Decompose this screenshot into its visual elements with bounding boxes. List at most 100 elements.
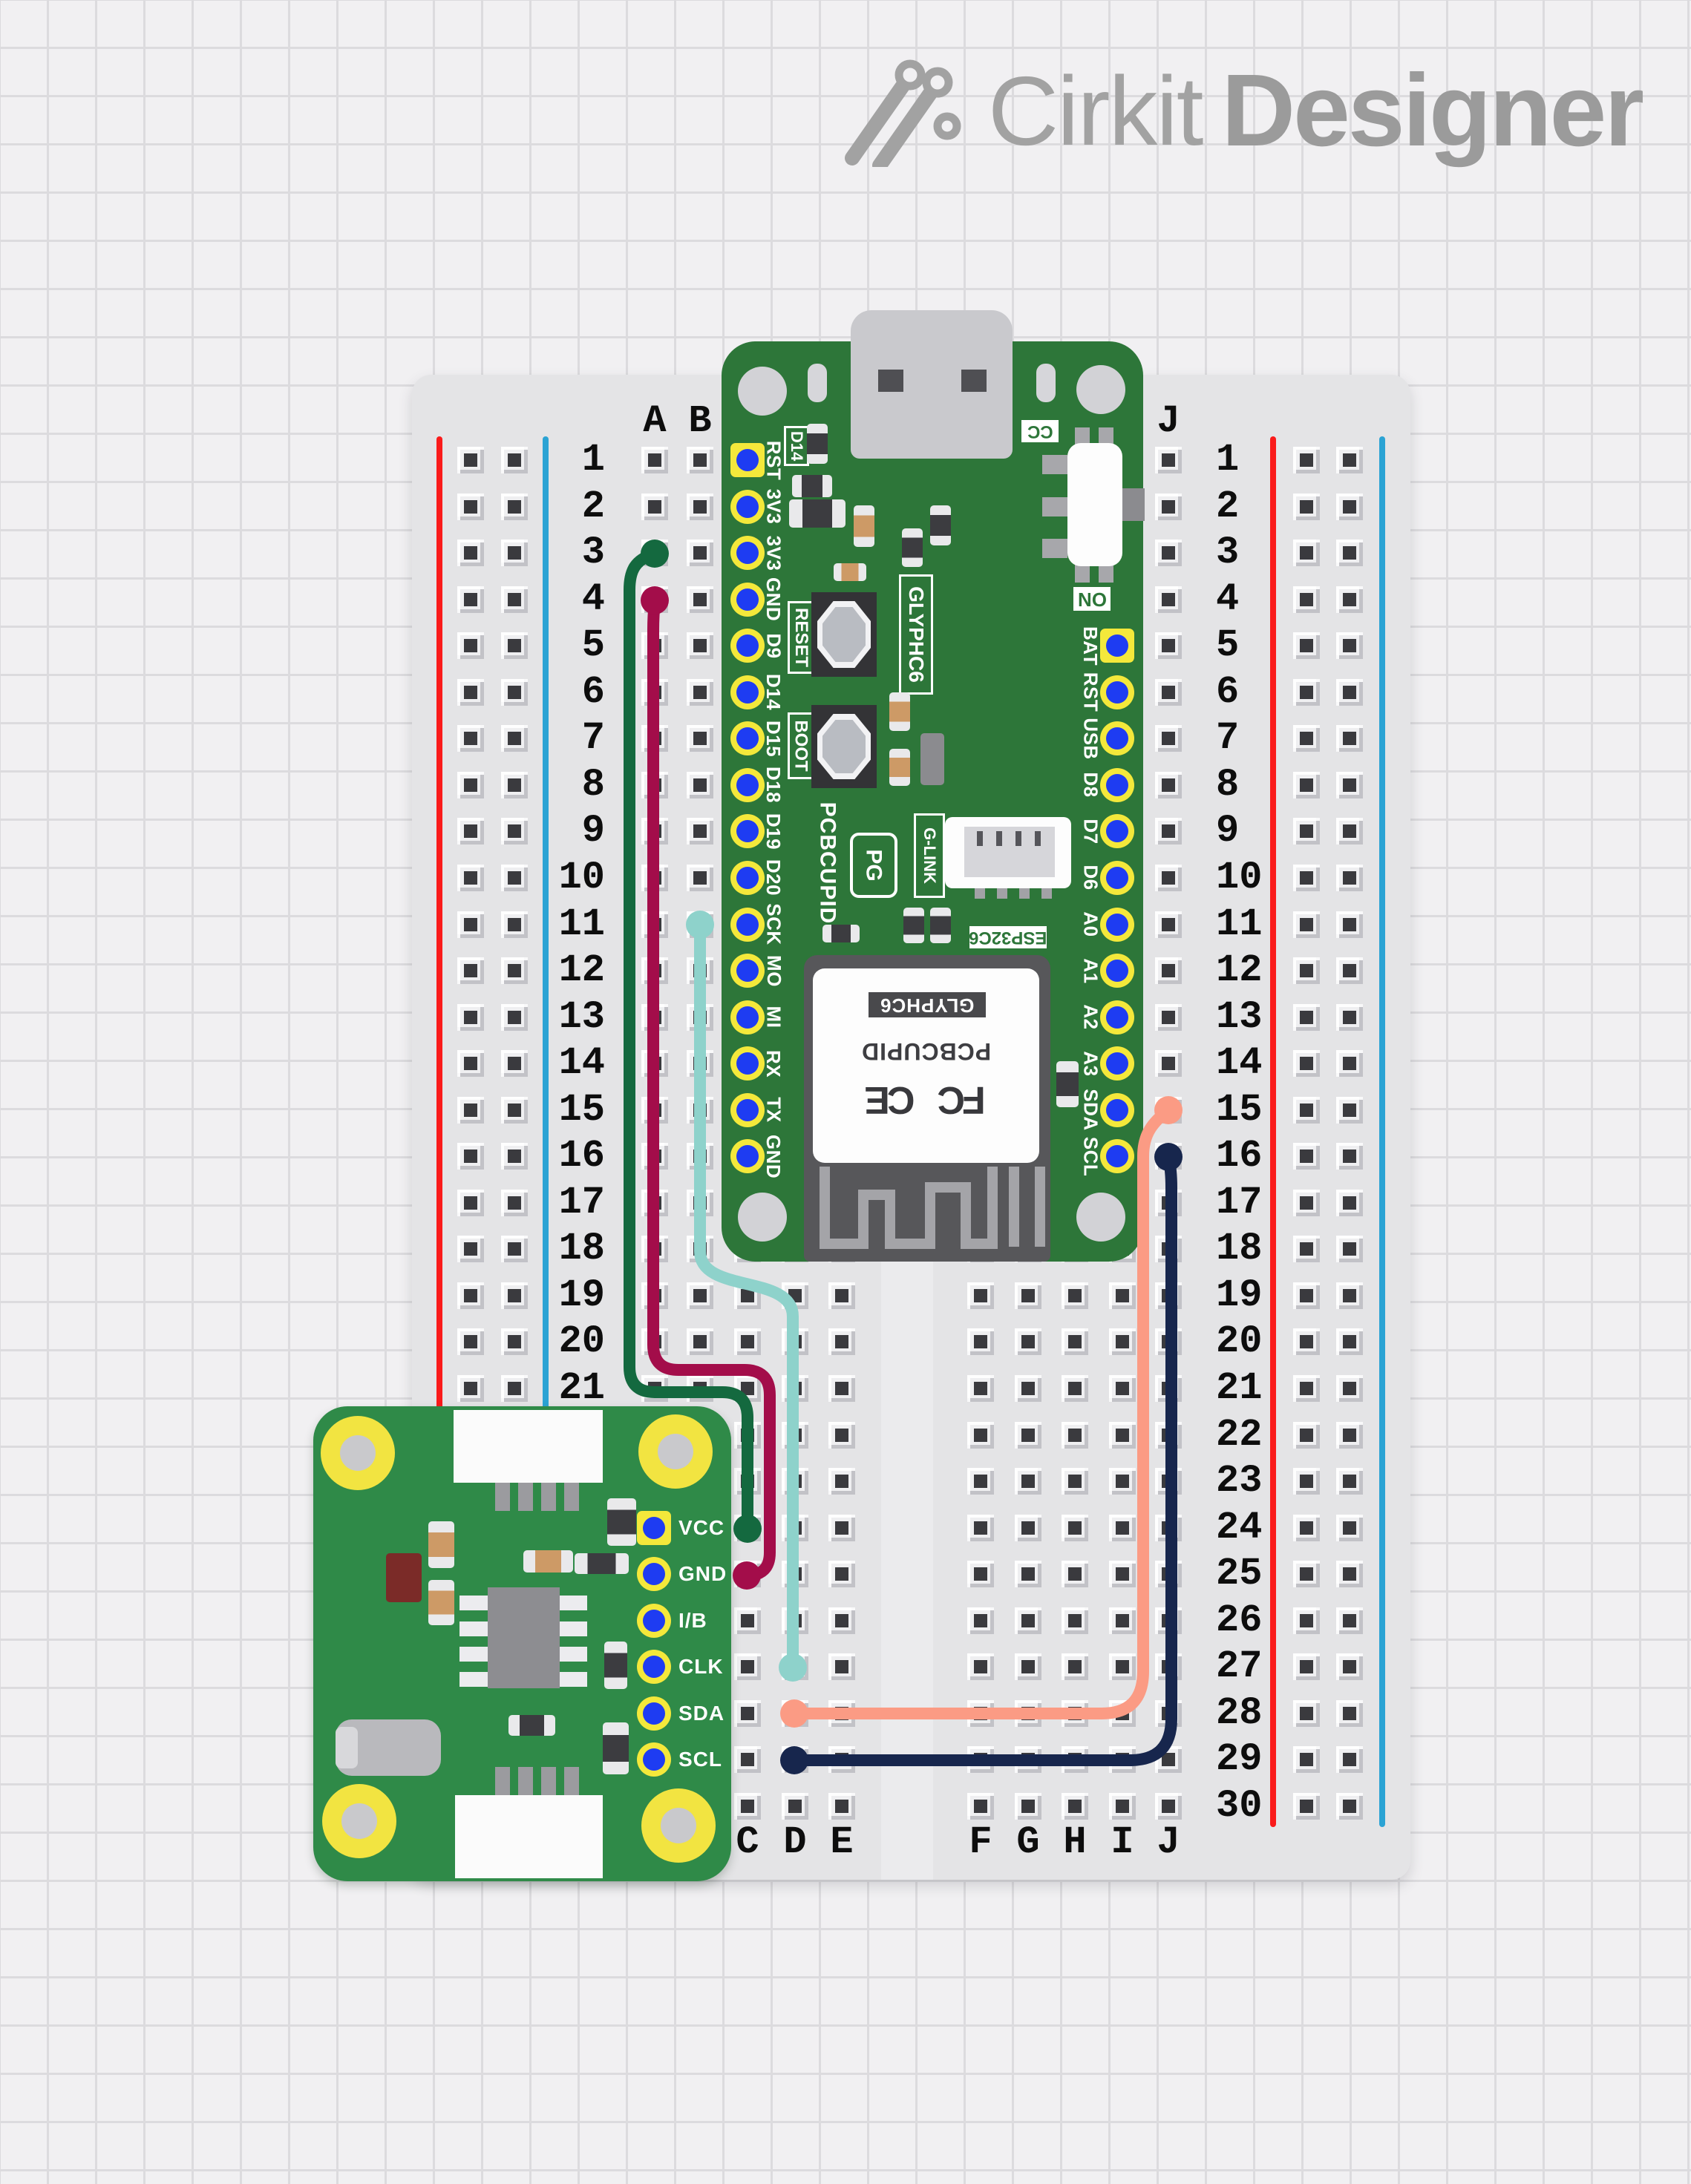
breadboard-hole-E29[interactable] [828, 1746, 855, 1774]
breadboard-hole-E22[interactable] [828, 1421, 855, 1449]
rail-hole-0-13[interactable] [457, 1003, 484, 1031]
rail-hole-3-25[interactable] [1336, 1561, 1363, 1588]
breadboard-hole-J7[interactable] [1155, 725, 1182, 752]
rail-hole-2-4[interactable] [1293, 586, 1320, 613]
rail-hole-3-4[interactable] [1336, 586, 1363, 613]
breadboard-hole-H20[interactable] [1062, 1328, 1088, 1356]
breadboard-hole-B17[interactable] [687, 1189, 713, 1216]
breadboard-hole-I23[interactable] [1109, 1468, 1136, 1495]
rail-hole-3-11[interactable] [1336, 911, 1363, 938]
breadboard-hole-I27[interactable] [1109, 1653, 1136, 1681]
breadboard-hole-C24[interactable] [734, 1514, 761, 1541]
breadboard-hole-A16[interactable] [641, 1143, 668, 1170]
sensor-pin-GND[interactable] [637, 1557, 671, 1592]
rail-hole-2-21[interactable] [1293, 1375, 1320, 1402]
esp32-pin-A1-row12[interactable] [1100, 954, 1134, 988]
breadboard-hole-H28[interactable] [1062, 1699, 1088, 1727]
breadboard-hole-J15[interactable] [1155, 1096, 1182, 1124]
breadboard-hole-D24[interactable] [782, 1514, 808, 1541]
rail-hole-0-20[interactable] [457, 1328, 484, 1356]
esp32-pin-A0-row11[interactable] [1100, 907, 1134, 942]
sensor-pin-VCC[interactable] [637, 1510, 671, 1545]
breadboard-hole-J3[interactable] [1155, 540, 1182, 567]
breadboard-hole-E20[interactable] [828, 1328, 855, 1356]
breadboard-hole-J17[interactable] [1155, 1189, 1182, 1216]
rail-hole-1-21[interactable] [501, 1375, 528, 1402]
rail-hole-2-18[interactable] [1293, 1236, 1320, 1263]
breadboard-hole-B5[interactable] [687, 632, 713, 660]
rail-hole-1-9[interactable] [501, 818, 528, 845]
breadboard-hole-B19[interactable] [687, 1282, 713, 1309]
esp32-pin-D7-row9[interactable] [1100, 814, 1134, 849]
rail-hole-2-26[interactable] [1293, 1607, 1320, 1634]
breadboard-hole-D22[interactable] [782, 1421, 808, 1449]
breadboard-hole-J6[interactable] [1155, 678, 1182, 706]
breadboard-hole-D20[interactable] [782, 1328, 808, 1356]
breadboard-hole-B6[interactable] [687, 678, 713, 706]
rail-hole-3-10[interactable] [1336, 864, 1363, 891]
rail-hole-2-17[interactable] [1293, 1189, 1320, 1216]
rail-hole-3-5[interactable] [1336, 632, 1363, 660]
breadboard-hole-A14[interactable] [641, 1050, 668, 1078]
breadboard-hole-B14[interactable] [687, 1050, 713, 1078]
breadboard-hole-C23[interactable] [734, 1468, 761, 1495]
breadboard-hole-B7[interactable] [687, 725, 713, 752]
breadboard-hole-B4[interactable] [687, 586, 713, 613]
rail-hole-1-2[interactable] [501, 493, 528, 520]
rail-hole-0-10[interactable] [457, 864, 484, 891]
rail-hole-1-18[interactable] [501, 1236, 528, 1263]
breadboard-hole-B10[interactable] [687, 864, 713, 891]
breadboard-hole-I21[interactable] [1109, 1375, 1136, 1402]
rail-hole-3-27[interactable] [1336, 1653, 1363, 1681]
breadboard-hole-G21[interactable] [1015, 1375, 1041, 1402]
rail-hole-3-14[interactable] [1336, 1050, 1363, 1078]
breadboard-hole-F22[interactable] [967, 1421, 994, 1449]
breadboard-hole-I20[interactable] [1109, 1328, 1136, 1356]
rail-hole-1-5[interactable] [501, 632, 528, 660]
breadboard-hole-J29[interactable] [1155, 1746, 1182, 1774]
rail-hole-3-2[interactable] [1336, 493, 1363, 520]
rail-hole-3-17[interactable] [1336, 1189, 1363, 1216]
rail-hole-3-21[interactable] [1336, 1375, 1363, 1402]
breadboard-hole-H26[interactable] [1062, 1607, 1088, 1634]
breadboard-hole-J13[interactable] [1155, 1003, 1182, 1031]
esp32-pin-RST-row1[interactable] [730, 443, 765, 477]
breadboard-hole-J26[interactable] [1155, 1607, 1182, 1634]
rail-hole-2-15[interactable] [1293, 1096, 1320, 1124]
rail-hole-1-8[interactable] [501, 771, 528, 798]
rail-hole-1-14[interactable] [501, 1050, 528, 1078]
rail-hole-0-9[interactable] [457, 818, 484, 845]
breadboard-hole-G30[interactable] [1015, 1792, 1041, 1820]
rail-hole-3-12[interactable] [1336, 957, 1363, 985]
breadboard-hole-G28[interactable] [1015, 1699, 1041, 1727]
breadboard-hole-A15[interactable] [641, 1096, 668, 1124]
rail-hole-3-3[interactable] [1336, 540, 1363, 567]
breadboard-hole-C25[interactable] [734, 1561, 761, 1588]
breadboard-hole-H23[interactable] [1062, 1468, 1088, 1495]
esp32-pin-D8-row8[interactable] [1100, 767, 1134, 802]
breadboard-hole-F30[interactable] [967, 1792, 994, 1820]
breadboard-hole-F25[interactable] [967, 1561, 994, 1588]
breadboard-hole-G22[interactable] [1015, 1421, 1041, 1449]
breadboard-hole-G25[interactable] [1015, 1561, 1041, 1588]
rail-hole-1-1[interactable] [501, 447, 528, 473]
rail-hole-0-2[interactable] [457, 493, 484, 520]
rail-hole-3-13[interactable] [1336, 1003, 1363, 1031]
breadboard-hole-F27[interactable] [967, 1653, 994, 1681]
rail-hole-1-3[interactable] [501, 540, 528, 567]
rail-hole-0-21[interactable] [457, 1375, 484, 1402]
rail-hole-3-9[interactable] [1336, 818, 1363, 845]
sensor-pin-IB[interactable] [637, 1603, 671, 1638]
breadboard-hole-I19[interactable] [1109, 1282, 1136, 1309]
breadboard-hole-J11[interactable] [1155, 911, 1182, 938]
rail-hole-3-20[interactable] [1336, 1328, 1363, 1356]
breadboard-hole-E30[interactable] [828, 1792, 855, 1820]
breadboard-hole-A21[interactable] [641, 1375, 668, 1402]
breadboard-hole-I25[interactable] [1109, 1561, 1136, 1588]
rail-hole-2-2[interactable] [1293, 493, 1320, 520]
breadboard-hole-E23[interactable] [828, 1468, 855, 1495]
breadboard-hole-A8[interactable] [641, 771, 668, 798]
breadboard-hole-H24[interactable] [1062, 1514, 1088, 1541]
rail-hole-0-18[interactable] [457, 1236, 484, 1263]
